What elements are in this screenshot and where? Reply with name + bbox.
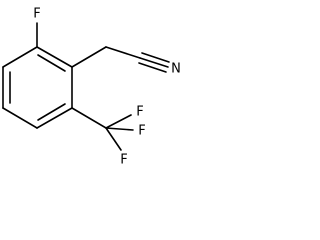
- ring-bond-c3-c4: [36, 107, 73, 129]
- ring-double-bond-inner-3: [37, 54, 66, 72]
- bond-ring-to-ch2: [71, 46, 107, 68]
- ring-bond-c1-c2: [36, 46, 73, 68]
- bond-cf3-to-f-right: [105, 127, 134, 131]
- nitrile-triple-bond-3: [138, 62, 167, 73]
- bond-ch2-to-nitrile-c: [105, 46, 141, 59]
- ring-bond-c4-c5: [2, 107, 38, 129]
- nitrile-triple-bond-1: [139, 57, 169, 68]
- bond-cf3-to-f-top: [105, 114, 132, 129]
- atom-label-cf3-fluoro-top: F: [136, 105, 143, 120]
- molecule-structure: F N F F F: [2, 7, 181, 168]
- structure-canvas: F N F F F: [0, 0, 186, 178]
- ring-bond-c6-c1: [2, 46, 38, 68]
- bond-ring-to-cf3: [71, 107, 107, 129]
- atom-label-nitrogen: N: [171, 62, 181, 77]
- atom-label-fluoro: F: [33, 7, 40, 22]
- atom-label-cf3-fluoro-bottom: F: [120, 153, 127, 168]
- ring-double-bond-inner-2: [37, 103, 66, 121]
- atom-label-cf3-fluoro-right: F: [138, 124, 145, 139]
- nitrile-triple-bond-2: [141, 52, 170, 63]
- bond-cf3-to-f-bottom: [105, 127, 122, 151]
